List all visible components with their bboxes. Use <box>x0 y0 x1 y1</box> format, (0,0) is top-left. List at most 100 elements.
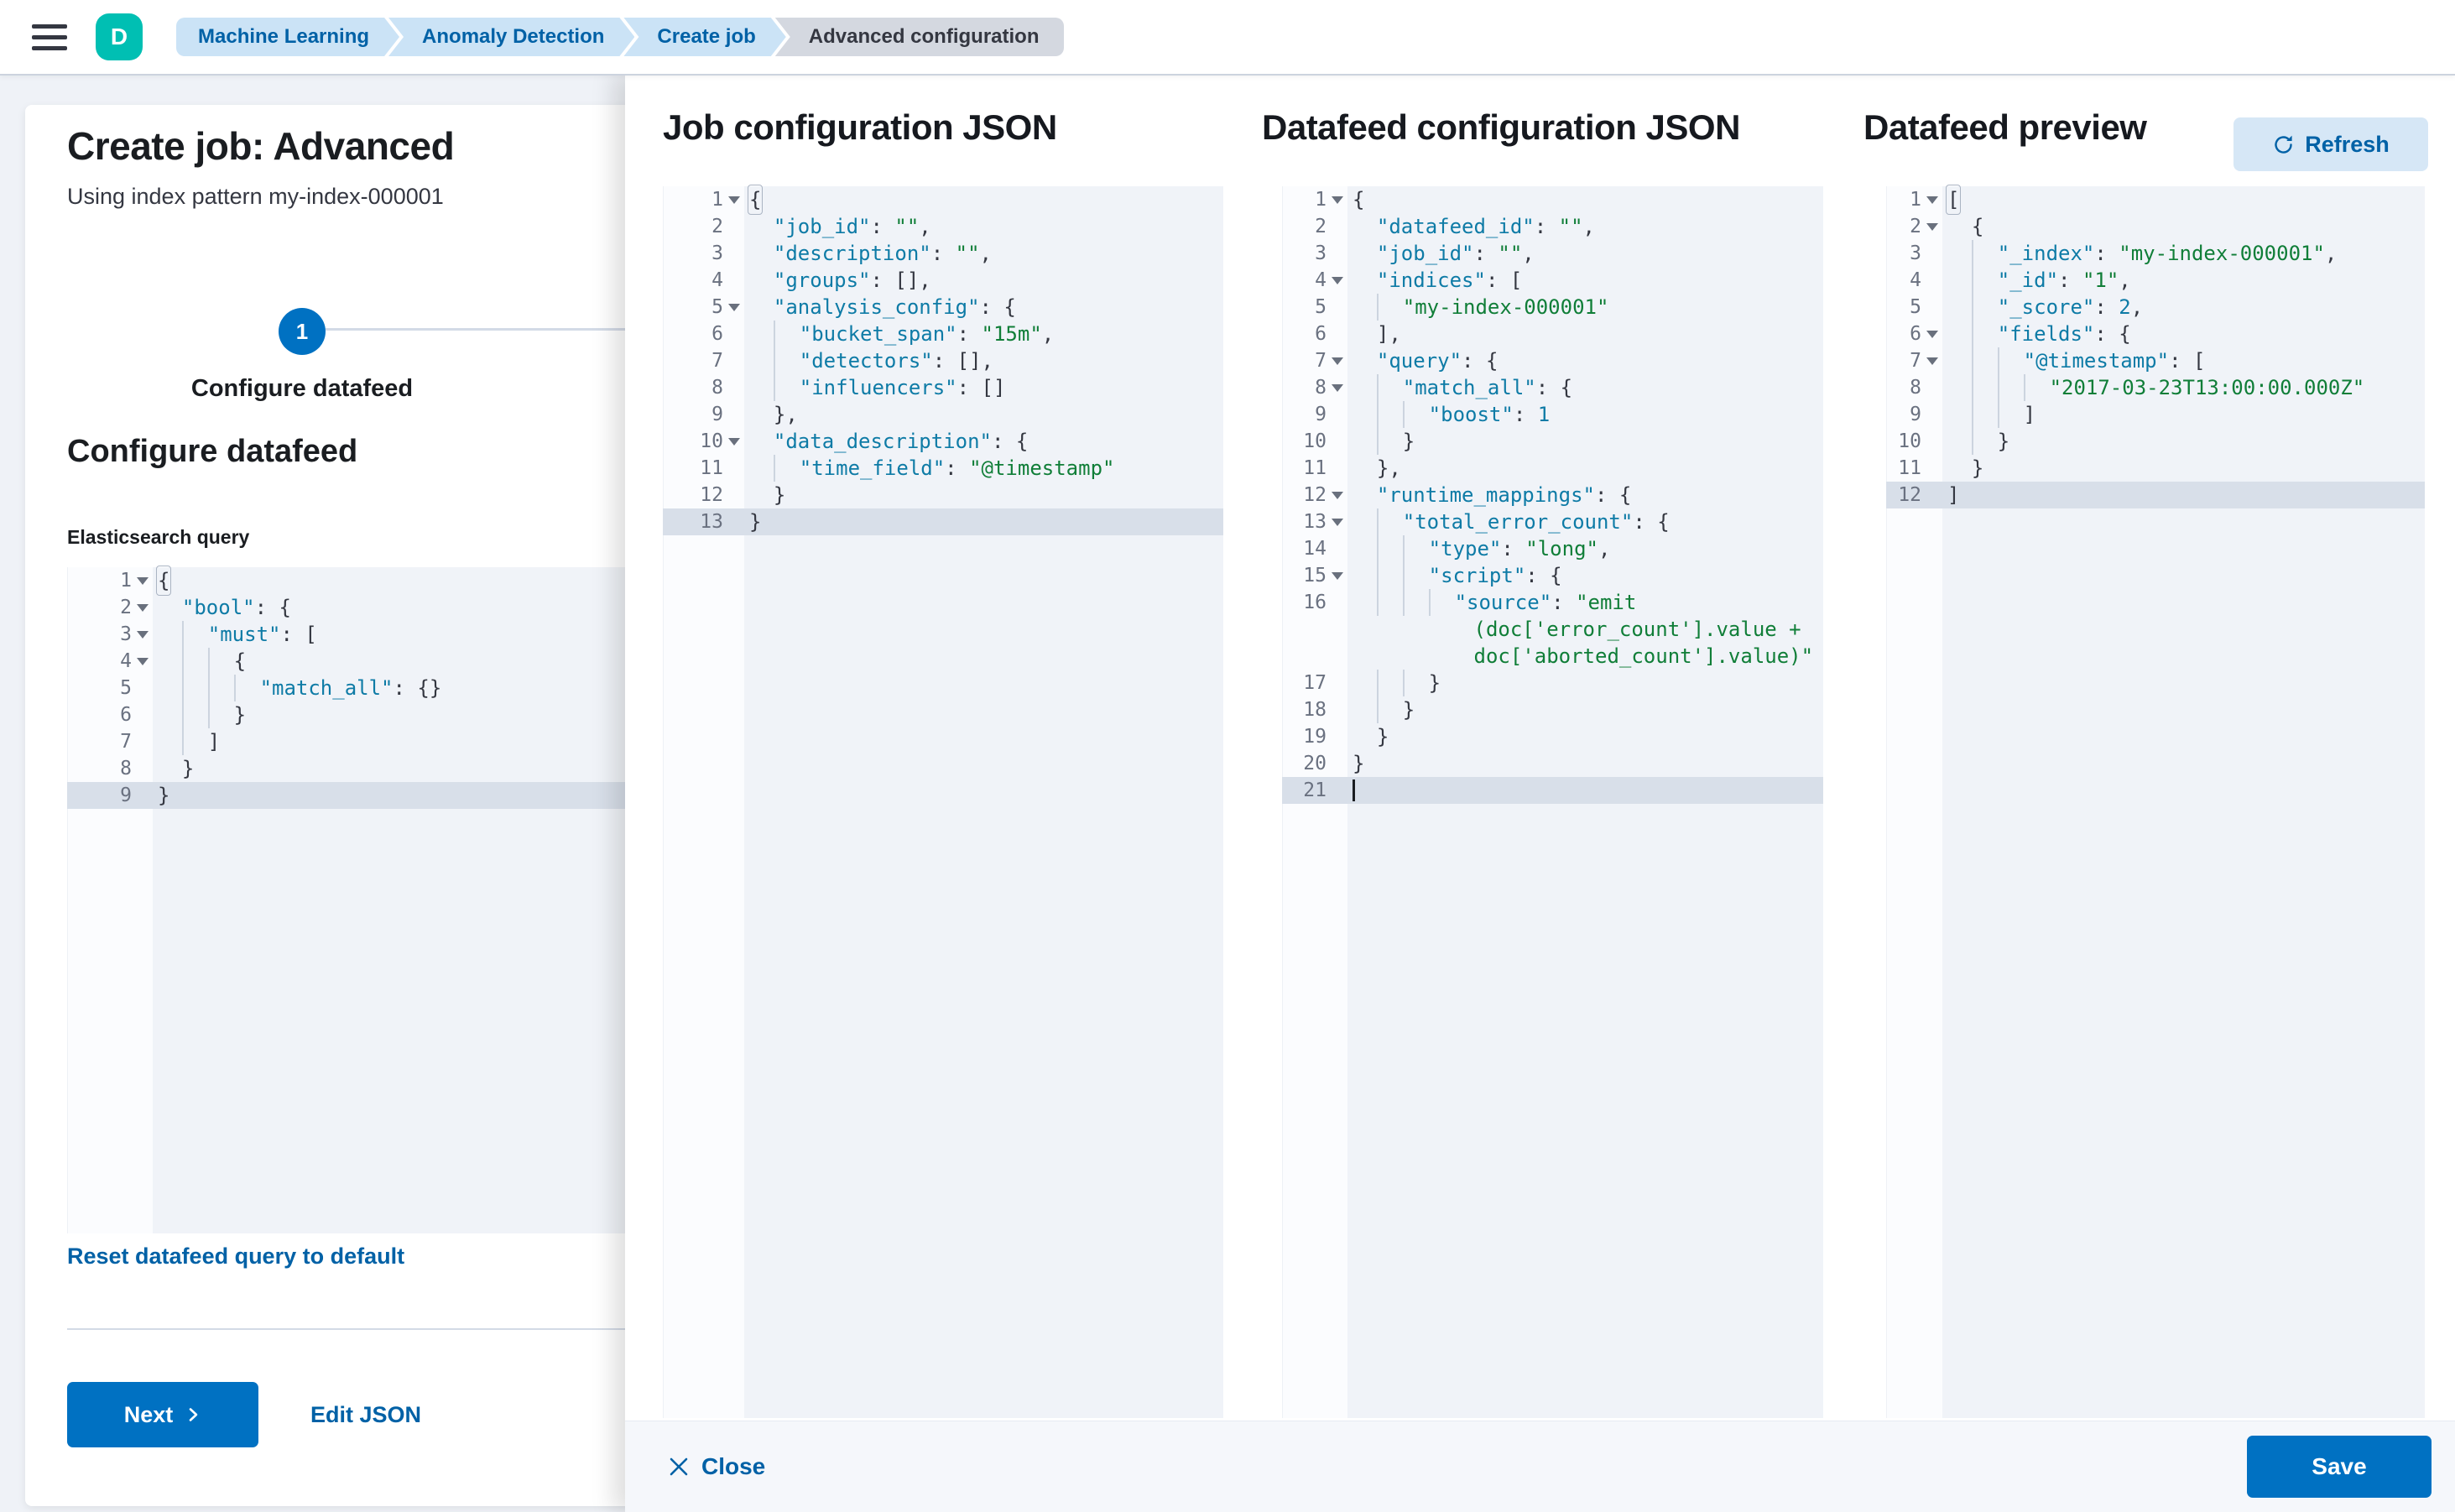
indent-guide <box>1971 401 1998 428</box>
code-line: 9} <box>67 782 638 809</box>
fold-arrow-icon[interactable] <box>1332 571 1343 580</box>
fold-arrow-icon[interactable] <box>1926 330 1938 338</box>
fold-arrow-icon[interactable] <box>1332 383 1343 392</box>
line-number: 3 <box>1910 242 1921 264</box>
code-line: 10} <box>1898 428 2010 455</box>
fold-arrow-icon[interactable] <box>1926 357 1938 365</box>
editor-gutter <box>663 186 745 1418</box>
fold-arrow-icon[interactable] <box>1332 196 1343 204</box>
edit-json-link[interactable]: Edit JSON <box>310 1401 422 1427</box>
fold-arrow-icon[interactable] <box>137 603 149 612</box>
code-line: 8"match_all": { <box>1315 374 1573 401</box>
code-line: 1{ <box>1315 188 1365 211</box>
fold-arrow-icon[interactable] <box>137 657 149 665</box>
code-line: 7"@timestamp": [ <box>1910 347 2206 374</box>
code-line: 13} <box>663 508 1223 535</box>
indent-guide <box>1376 401 1403 428</box>
datafeed-preview-heading: Datafeed preview <box>1863 107 2147 147</box>
save-button[interactable]: Save <box>2247 1436 2432 1498</box>
es-query-editor[interactable]: 1{2"bool": {3"must": [4{5"match_all": {}… <box>67 566 638 1233</box>
datafeed-config-editor[interactable]: 1{2"datafeed_id": "",3"job_id": "",4"ind… <box>1282 186 1823 1418</box>
fold-arrow-icon[interactable] <box>1332 518 1343 526</box>
next-button[interactable]: Next <box>67 1382 258 1447</box>
line-number: 1 <box>711 189 723 211</box>
line-number: 10 <box>700 430 723 452</box>
code-line: 19} <box>1303 725 1389 748</box>
code-line: 21 <box>1282 777 1823 804</box>
code-line: 3"must": [ <box>120 621 317 648</box>
fold-arrow-icon[interactable] <box>1332 357 1343 365</box>
menu-icon[interactable] <box>32 23 67 50</box>
indent-guide <box>2023 374 2050 401</box>
indent-guide <box>207 701 234 728</box>
code-line: 8"2017-03-23T13:00:00.000Z" <box>1910 374 2365 401</box>
breadcrumb-item[interactable]: Create job <box>623 18 785 56</box>
indent-guide <box>1971 347 1998 374</box>
code-line: 2"bool": { <box>120 596 291 619</box>
breadcrumb-item[interactable]: Machine Learning <box>176 18 399 56</box>
fold-arrow-icon[interactable] <box>728 437 740 446</box>
line-number: 3 <box>711 242 723 264</box>
page-subtitle: Using index pattern my-index-000001 <box>67 184 444 209</box>
line-number: 2 <box>1315 216 1327 237</box>
job-config-editor[interactable]: 1{2"job_id": "",3"description": "",4"gro… <box>663 185 1223 1418</box>
line-number: 1 <box>1910 189 1921 211</box>
fold-arrow-icon[interactable] <box>728 196 740 204</box>
indent-guide <box>181 648 208 675</box>
section-heading: Configure datafeed <box>67 434 358 469</box>
code-line: 12"runtime_mappings": { <box>1303 483 1632 507</box>
refresh-button[interactable]: Refresh <box>2233 117 2428 171</box>
indent-guide <box>1971 428 1998 455</box>
code-line: 9}, <box>711 403 798 426</box>
line-number: 13 <box>1303 511 1327 533</box>
text-cursor <box>1353 779 1355 801</box>
code-line: 1{ <box>120 566 172 596</box>
code-line: 12] <box>1886 482 2425 508</box>
editor-content-area <box>744 186 1223 1418</box>
fold-arrow-icon[interactable] <box>1926 222 1938 231</box>
divider <box>67 1328 638 1330</box>
line-number: 3 <box>120 623 132 645</box>
indent-guide <box>1402 589 1429 616</box>
line-number: 16 <box>1303 592 1327 613</box>
line-number: 4 <box>711 269 723 291</box>
fold-arrow-icon[interactable] <box>137 630 149 639</box>
indent-guide <box>1376 562 1403 589</box>
code-line: 16"source": "emit <box>1303 589 1637 616</box>
code-line: 18} <box>1303 696 1415 723</box>
datafeed-config-heading: Datafeed configuration JSON <box>1262 107 1740 147</box>
line-number: 4 <box>1910 269 1921 291</box>
fold-arrow-icon[interactable] <box>1926 196 1938 204</box>
line-number: 8 <box>120 758 132 779</box>
close-button[interactable]: Close <box>663 1452 770 1481</box>
breadcrumb-item[interactable]: Anomaly Detection <box>388 18 634 56</box>
indent-guide <box>1376 428 1403 455</box>
line-number: 9 <box>120 785 132 806</box>
indent-guide <box>773 455 800 482</box>
fold-arrow-icon[interactable] <box>137 576 149 585</box>
fold-arrow-icon[interactable] <box>728 303 740 311</box>
indent-guide <box>1376 535 1403 562</box>
code-line: 3"job_id": "", <box>1315 242 1535 265</box>
indent-guide <box>1376 294 1403 321</box>
datafeed-preview-editor[interactable]: 1[2{3"_index": "my-index-000001",4"_id":… <box>1886 185 2425 1418</box>
code-line: 2"datafeed_id": "", <box>1315 215 1595 238</box>
reset-query-link[interactable]: Reset datafeed query to default <box>67 1243 405 1269</box>
fold-arrow-icon[interactable] <box>1332 491 1343 499</box>
step-indicator[interactable]: 1 <box>279 308 326 355</box>
editor-content-area <box>1942 186 2425 1418</box>
code-line: 1[ <box>1910 185 1962 215</box>
indent-guide <box>773 347 800 374</box>
line-number: 12 <box>1303 484 1327 506</box>
indent-guide <box>181 675 208 701</box>
line-number: 11 <box>700 457 723 479</box>
editor-content-area <box>153 567 638 1233</box>
user-avatar[interactable]: D <box>96 13 143 60</box>
line-number: 14 <box>1303 538 1327 560</box>
code-line: 5"_score": 2, <box>1910 294 2144 321</box>
line-number: 21 <box>1303 779 1327 801</box>
fold-arrow-icon[interactable] <box>1332 276 1343 284</box>
next-button-label: Next <box>123 1401 174 1427</box>
